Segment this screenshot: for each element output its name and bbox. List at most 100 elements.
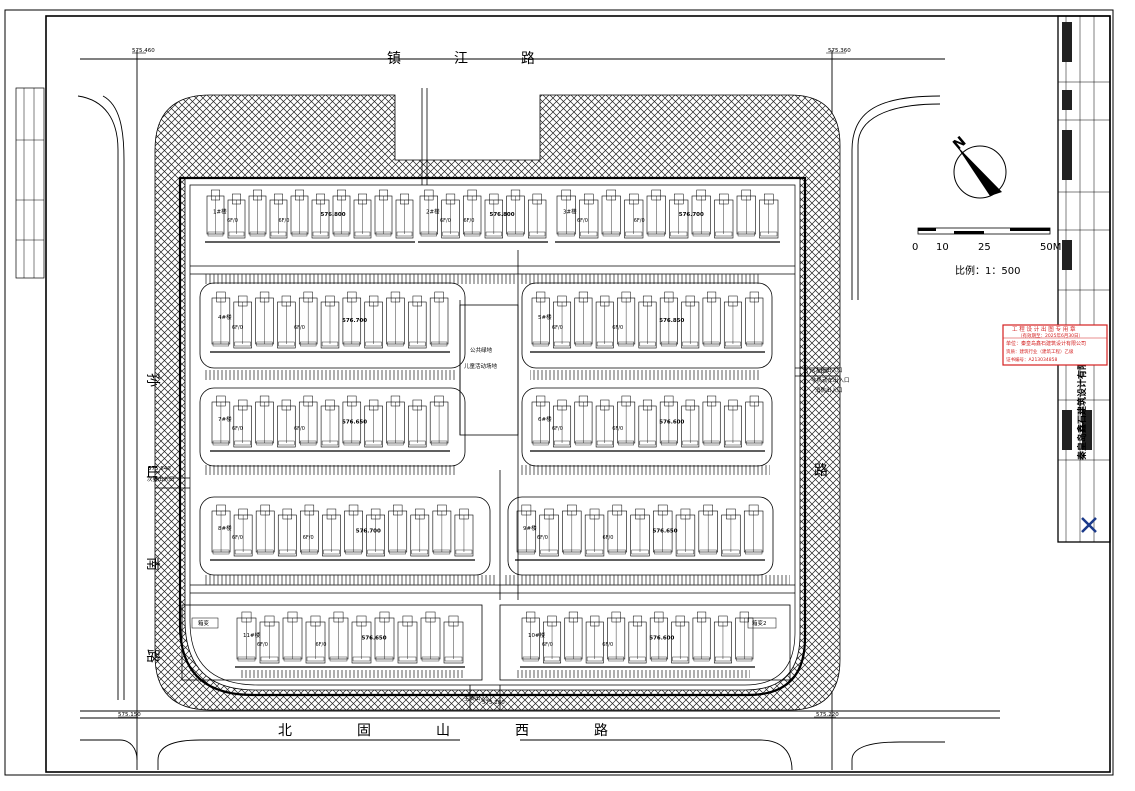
building-block: 11#楼 576.650 6F/0 6F/0 — [235, 611, 465, 668]
label-entry-west: 次要出入口 — [147, 475, 175, 483]
company-name: 秦皇岛鑫石建筑设计有限公司 — [1076, 343, 1088, 461]
building-elevation: 576.650 — [342, 420, 367, 426]
building-label: 1#楼 — [213, 207, 227, 215]
scale-tick-25: 25 — [978, 242, 991, 253]
title-block — [1057, 15, 1111, 543]
building-label: 8#楼 — [218, 524, 232, 532]
design-stamp: 工 程 设 计 出 图 专 用 章 （有效期至：2025年6月30日） 单位：秦… — [1002, 324, 1108, 366]
building-floors: 6F/0 — [577, 218, 588, 224]
label-substation-2: 箱变2 — [752, 619, 767, 627]
building-floors: 6F/0 — [303, 535, 314, 541]
label-entry-south: 主要出入口 — [464, 694, 492, 702]
elev-south-gate: 575.280 — [482, 700, 505, 706]
green-buffer-hatch — [154, 94, 841, 711]
stamp-title: 工 程 设 计 出 图 专 用 章 — [1012, 325, 1076, 333]
road-name-south: 北 固 山 西 路 — [278, 723, 608, 739]
building-block: 4#楼 576.700 6F/0 6F/0 — [210, 291, 450, 353]
building-floors: 6F/0 — [552, 426, 563, 432]
elev-ne: 575.360 — [828, 48, 851, 54]
building-label: 9#楼 — [523, 524, 537, 532]
building-floors: 6F/0 — [227, 218, 238, 224]
building-label: 3#楼 — [563, 207, 577, 215]
building-block: 2#楼 576.800 6F/0 6F/0 — [418, 189, 548, 243]
building-floors: 6F/0 — [279, 218, 290, 224]
building-label: 6#楼 — [538, 415, 552, 423]
scale-label: 比例：1：500 — [955, 264, 1020, 277]
building-block: 3#楼 576.700 6F/0 6F/0 — [555, 189, 780, 243]
building-elevation: 576.800 — [490, 212, 515, 218]
building-floors: 6F/0 — [464, 218, 475, 224]
elev-east-gate: 575.680 — [805, 369, 828, 375]
road-name-east: 路 — [814, 463, 828, 479]
building-floors: 6F/0 — [257, 642, 268, 648]
building-floors: 6F/0 — [537, 535, 548, 541]
area-labels: 公共绿地 儿童活动场地 人行出入口 非机动车出入口 消防出入口 次要出入口 主要… — [147, 346, 850, 702]
building-label: 5#楼 — [538, 313, 552, 321]
building-floors: 6F/0 — [542, 642, 553, 648]
parking-rows — [205, 274, 790, 678]
building-elevation: 576.850 — [659, 318, 684, 324]
building-block: 10#楼 576.600 6F/0 6F/0 — [520, 611, 755, 668]
building-label: 4#楼 — [218, 313, 232, 321]
elev-se: 575.220 — [816, 712, 839, 718]
building-label: 11#楼 — [243, 631, 261, 639]
building-floors: 6F/0 — [232, 325, 243, 331]
scale-tick-10: 10 — [936, 242, 949, 253]
building-block: 9#楼 576.650 6F/0 6F/0 — [515, 504, 765, 561]
building-floors: 6F/0 — [232, 426, 243, 432]
label-entry-east-1: 人行出入口 — [815, 366, 843, 374]
building-block: 1#楼 576.800 6F/0 6F/0 — [205, 189, 415, 243]
public-green — [459, 304, 519, 436]
building-label: 7#楼 — [218, 415, 232, 423]
label-play-area: 儿童活动场地 — [464, 362, 498, 370]
outer-frame — [4, 9, 1114, 776]
label-public-green: 公共绿地 — [470, 346, 493, 354]
elev-nw: 575.460 — [132, 48, 155, 54]
label-entry-east-2: 非机动车出入口 — [811, 376, 850, 384]
building-block: 6#楼 576.600 6F/0 6F/0 — [530, 395, 765, 452]
building-elevation: 576.700 — [679, 212, 704, 218]
label-entry-east-3: 消防出入口 — [815, 386, 843, 394]
building-block: 7#楼 576.650 6F/0 6F/0 — [210, 395, 450, 452]
label-substation-1: 箱变 — [198, 619, 210, 627]
building-elevation: 576.650 — [362, 636, 387, 642]
site-boundary — [178, 176, 807, 697]
elevation-markers: 575.460 575.360 575.150 575.220 575.280 … — [118, 48, 851, 718]
building-floors: 6F/0 — [612, 426, 623, 432]
elev-sw: 575.150 — [118, 712, 141, 718]
building-floors: 6F/0 — [602, 642, 613, 648]
building-floors: 6F/0 — [294, 325, 305, 331]
building-floors: 6F/0 — [612, 325, 623, 331]
stamp-cert: 证书编号：A213034858 — [1006, 356, 1057, 363]
building-floors: 6F/0 — [294, 426, 305, 432]
building-elevation: 576.650 — [653, 529, 678, 535]
stamp-unit: 单位：秦皇岛鑫石建筑设计有限公司 — [1006, 340, 1086, 347]
elev-west-gate: 575.840 — [148, 466, 171, 472]
stamp-subtitle: （有效期至：2025年6月30日） — [1018, 332, 1083, 339]
building-block: 8#楼 576.700 6F/0 6F/0 — [210, 504, 475, 561]
building-floors: 6F/0 — [552, 325, 563, 331]
building-floors: 6F/0 — [603, 535, 614, 541]
building-label: 10#楼 — [528, 631, 546, 639]
scale-tick-50: 50M — [1040, 242, 1061, 253]
building-block: 5#楼 576.850 6F/0 6F/0 — [530, 291, 765, 353]
building-floors: 6F/0 — [316, 642, 327, 648]
left-revision-table — [15, 87, 45, 279]
building-elevation: 576.600 — [659, 420, 684, 426]
building-label: 2#楼 — [426, 207, 440, 215]
building-elevation: 576.700 — [342, 318, 367, 324]
building-elevation: 576.600 — [649, 636, 674, 642]
internal-roads — [155, 88, 840, 710]
building-elevation: 576.800 — [321, 212, 346, 218]
building-elevation: 576.700 — [356, 529, 381, 535]
building-row-outlines — [181, 282, 791, 681]
stamp-scope: 资质：建筑行业（建筑工程）乙级 — [1006, 348, 1074, 355]
scale-bar: 0 10 25 50M 比例：1：500 — [912, 227, 1061, 277]
building-floors: 6F/0 — [440, 218, 451, 224]
north-compass: N — [950, 134, 1007, 199]
building-floors: 6F/0 — [634, 218, 645, 224]
scale-tick-0: 0 — [912, 242, 918, 253]
building-floors: 6F/0 — [232, 535, 243, 541]
